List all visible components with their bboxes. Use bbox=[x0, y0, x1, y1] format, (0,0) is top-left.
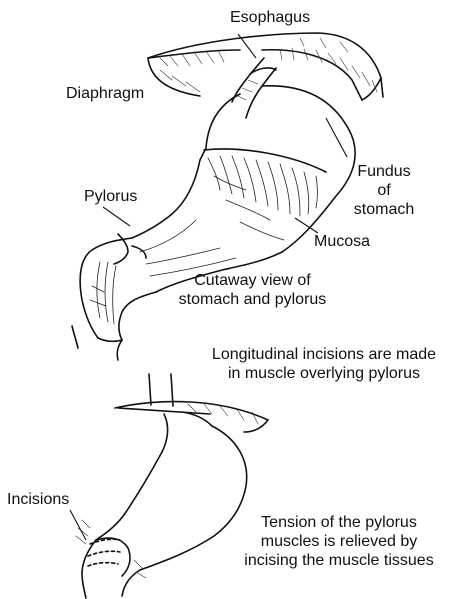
cutaway-caption-line-1: Cutaway view of bbox=[145, 271, 360, 290]
incisions-heading-line-1: Longitudinal incisions are made bbox=[174, 345, 474, 364]
incisions-heading-line-2: in muscle overlying pylorus bbox=[174, 364, 474, 383]
esophagus-label: Esophagus bbox=[230, 8, 310, 27]
tension-caption-line-2: muscles is relieved by bbox=[230, 532, 448, 551]
bottom-diaphragm-drawing bbox=[115, 402, 268, 432]
tension-caption-line-1: Tension of the pylorus bbox=[230, 513, 448, 532]
diaphragm-label: Diaphragm bbox=[66, 84, 144, 103]
incisions-label: Incisions bbox=[7, 490, 69, 509]
cutaway-caption: Cutaway view of stomach and pylorus bbox=[145, 271, 360, 309]
top-leader-lines bbox=[103, 34, 347, 233]
mucosa-label: Mucosa bbox=[314, 232, 370, 251]
mucosa-folds bbox=[208, 156, 318, 240]
bottom-stomach-drawing bbox=[76, 412, 247, 598]
fundus-label-line-2: of bbox=[344, 181, 424, 200]
esophagus-drawing bbox=[232, 58, 276, 118]
pylorus-label: Pylorus bbox=[84, 187, 137, 206]
stomach-drawing bbox=[72, 86, 355, 360]
tension-caption: Tension of the pylorus muscles is reliev… bbox=[230, 513, 448, 570]
incisions-heading: Longitudinal incisions are made in muscl… bbox=[174, 345, 474, 383]
fundus-label-line-3: stomach bbox=[344, 200, 424, 219]
tension-caption-line-3: incising the muscle tissues bbox=[230, 551, 448, 570]
fundus-label-line-1: Fundus bbox=[344, 162, 424, 181]
diaphragm-drawing bbox=[148, 33, 383, 100]
fundus-label: Fundus of stomach bbox=[344, 162, 424, 219]
cutaway-caption-line-2: stomach and pylorus bbox=[145, 290, 360, 309]
bottom-leader-lines bbox=[70, 510, 86, 540]
